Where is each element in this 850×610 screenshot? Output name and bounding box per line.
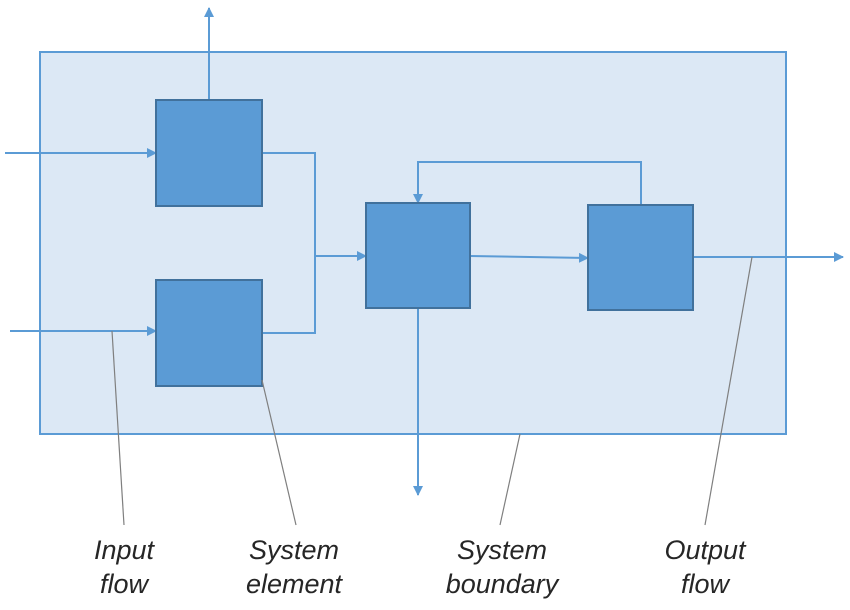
leader-output-flow	[704, 256, 753, 526]
label-input-flow-line2: flow	[99, 569, 148, 599]
label-input-flow-line1: Input	[93, 535, 155, 565]
label-system-boundary-line1: System	[456, 535, 548, 565]
feedback-loop-arrow	[413, 161, 642, 205]
system-element-center	[365, 202, 471, 309]
system-element-top-left	[155, 99, 263, 207]
label-output-flow-line1: Output	[664, 535, 746, 565]
leader-system-boundary	[499, 433, 521, 526]
leader-input-flow	[111, 330, 125, 526]
label-system-element: System element	[214, 533, 374, 601]
label-input-flow: Input flow	[44, 533, 204, 601]
center-to-right-arrow	[469, 252, 589, 263]
label-system-boundary: System boundary	[422, 533, 582, 601]
label-system-element-line2: element	[245, 569, 343, 599]
label-system-boundary-line2: boundary	[445, 569, 559, 599]
merge-connector	[262, 152, 316, 334]
system-element-right	[587, 204, 694, 311]
system-element-bottom-left	[155, 279, 263, 387]
label-system-element-line1: System	[248, 535, 340, 565]
leader-system-element	[261, 379, 297, 526]
label-output-flow: Output flow	[625, 533, 785, 601]
label-output-flow-line2: flow	[680, 569, 729, 599]
